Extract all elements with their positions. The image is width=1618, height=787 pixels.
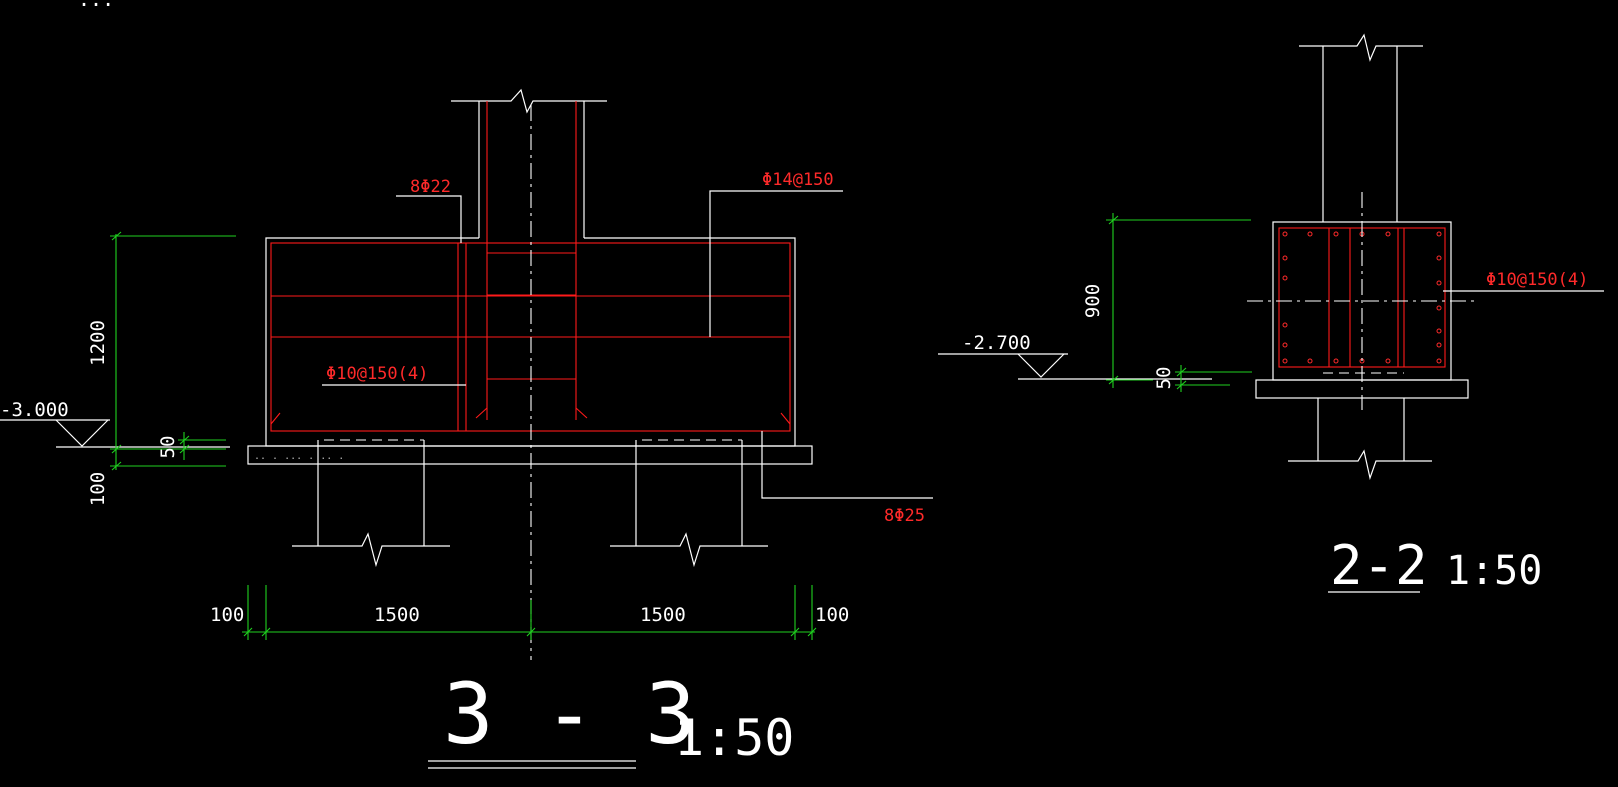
dim-bedding-3-3: 100 [87, 472, 109, 506]
label-stirrups-3-3: Φ10@150(4) [326, 364, 428, 384]
dim-h-3: 100 [815, 604, 849, 626]
elevation-marker-3-3: -3.000 [0, 399, 230, 448]
label-side-bars: Φ14@150 [762, 170, 834, 190]
svg-text:.. . ... . .. .: .. . ... . .. . [254, 451, 344, 462]
section-title-2-2: 2-2 [1330, 534, 1428, 597]
label-bottom-bars: 8Φ25 [884, 506, 925, 526]
section-scale-2-2: 1:50 [1446, 548, 1542, 594]
section-3-3: .. . ... . .. . [0, 88, 933, 769]
dim-h-0: 100 [210, 604, 244, 626]
column-3-3 [451, 88, 607, 420]
elevation-2-2: -2.700 [962, 332, 1031, 354]
dim-h-2: 1500 [640, 604, 686, 626]
label-top-bars: 8Φ22 [410, 177, 451, 197]
dim-cushion-2-2: 50 [1153, 367, 1175, 390]
title-block-2-2: 2-2 1:50 [1328, 534, 1542, 597]
section-2-2: Φ10@150(4) -2.700 900 50 2-2 [938, 33, 1604, 597]
dim-height-3-3: 1200 [87, 320, 109, 366]
section-title-3-3: 3 - 3 [443, 665, 696, 763]
label-stirrups-2-2: Φ10@150(4) [1486, 270, 1588, 290]
rebar-leaders-3-3: 8Φ22 Φ14@150 Φ10@150(4) 8Φ25 [322, 170, 933, 526]
pile-2-2 [1288, 372, 1432, 481]
piles-3-3 [292, 439, 768, 568]
dim-height-2-2: 900 [1082, 284, 1104, 318]
rebar-leaders-2-2: Φ10@150(4) [1443, 270, 1604, 292]
vertical-dims-2-2: 900 50 [1082, 213, 1252, 392]
dim-cushion-3-3: 50 [157, 436, 179, 459]
vertical-dims-3-3: 1200 50 100 [87, 231, 236, 506]
dim-h-1: 1500 [374, 604, 420, 626]
cushion-slab-3-3 [247, 445, 813, 465]
column-2-2 [1299, 33, 1423, 222]
horizontal-dims-3-3: 100 1500 1500 100 [210, 585, 849, 640]
top-note: ... [78, 0, 114, 11]
section-scale-3-3: 1:50 [674, 709, 794, 767]
elevation-3-3: -3.000 [0, 399, 69, 421]
beam-outline-3-3: .. . ... . .. . [247, 237, 813, 465]
title-block-3-3: 3 - 3 1:50 [428, 665, 794, 769]
